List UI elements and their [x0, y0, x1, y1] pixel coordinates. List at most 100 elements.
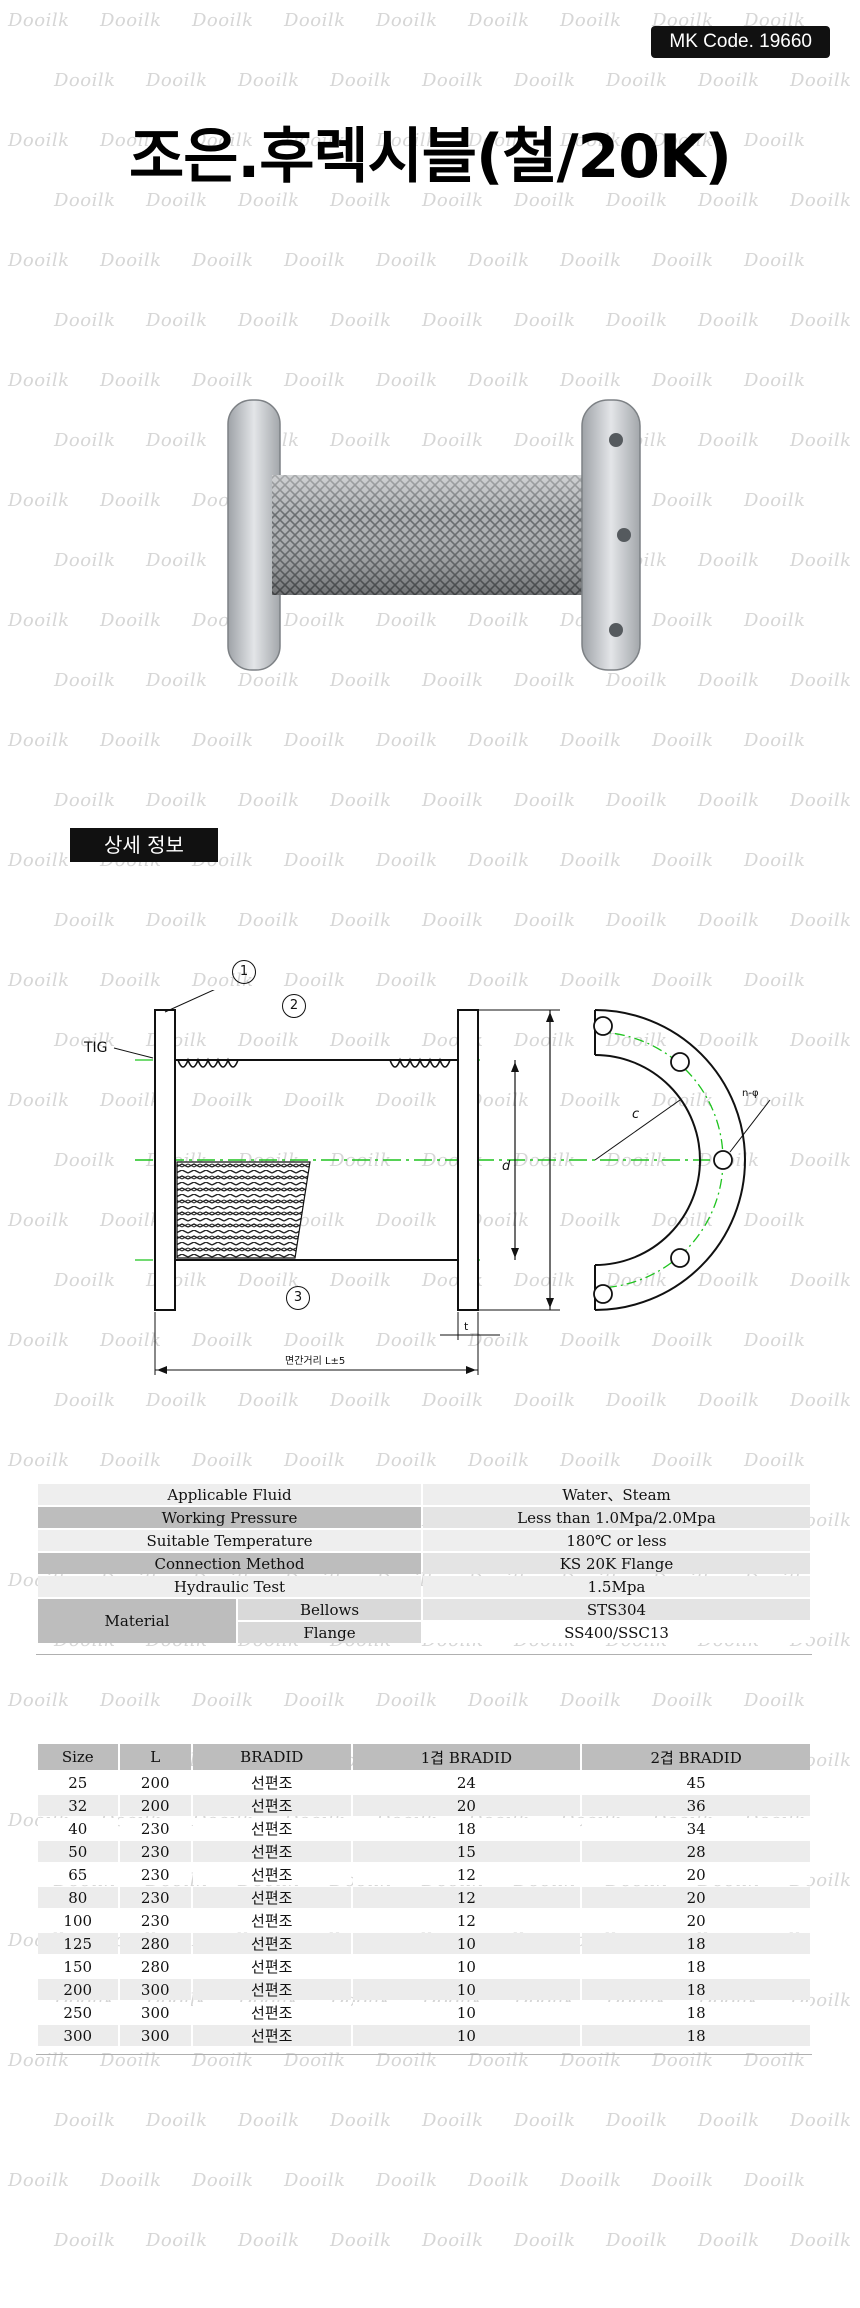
watermark-text: Dooilk: [652, 490, 714, 511]
watermark-text: Dooilk: [606, 2110, 668, 2131]
watermark-text: Dooilk: [744, 1450, 806, 1471]
table-cell: 선편조: [192, 1910, 351, 1931]
watermark-text: Dooilk: [560, 970, 622, 991]
table-cell: 18: [582, 1933, 810, 1954]
dim-d-label: d: [502, 1159, 511, 1174]
watermark-text: Dooilk: [284, 730, 346, 751]
watermark-text: Dooilk: [8, 1690, 70, 1711]
watermark-text: Dooilk: [606, 790, 668, 811]
table-cell: 34: [582, 1818, 810, 1839]
spec-key: Hydraulic Test: [38, 1576, 421, 1597]
table-cell: 200: [119, 1795, 191, 1816]
table-cell: 10: [352, 1933, 581, 1954]
watermark-text: Dooilk: [100, 10, 162, 31]
table-cell: 230: [119, 1910, 191, 1931]
watermark-text: Dooilk: [8, 1210, 70, 1231]
table-cell: 10: [352, 1979, 581, 2000]
watermark-text: Dooilk: [284, 1690, 346, 1711]
watermark-text: Dooilk: [790, 2110, 852, 2131]
spec-divider: [36, 1654, 812, 1655]
watermark-text: Dooilk: [100, 610, 162, 631]
header-1-bradid: 1겹 BRADID: [352, 1744, 581, 1770]
table-cell: 18: [352, 1818, 581, 1839]
watermark-text: Dooilk: [8, 610, 70, 631]
spec-row: Working Pressure Less than 1.0Mpa/2.0Mpa: [38, 1507, 810, 1528]
watermark-text: Dooilk: [468, 2170, 530, 2191]
watermark-text: Dooilk: [560, 250, 622, 271]
watermark-text: Dooilk: [192, 1690, 254, 1711]
watermark-text: Dooilk: [468, 1690, 530, 1711]
watermark-text: Dooilk: [146, 790, 208, 811]
watermark-text: Dooilk: [560, 10, 622, 31]
watermark-text: Dooilk: [514, 2230, 576, 2251]
watermark-text: Dooilk: [422, 790, 484, 811]
spec-row: Hydraulic Test 1.5Mpa: [38, 1576, 810, 1597]
table-cell: 선편조: [192, 2002, 351, 2023]
table-cell: 230: [119, 1887, 191, 1908]
spec-row: Applicable Fluid Water、Steam: [38, 1484, 810, 1505]
watermark-text: Dooilk: [744, 970, 806, 991]
table-cell: 선편조: [192, 1841, 351, 1862]
watermark-text: Dooilk: [330, 310, 392, 331]
watermark-text: Dooilk: [8, 850, 70, 871]
table-cell: 10: [352, 2002, 581, 2023]
table-cell: 20: [582, 1910, 810, 1931]
watermark-text: Dooilk: [376, 10, 438, 31]
table-cell: 65: [38, 1864, 118, 1885]
watermark-text: Dooilk: [54, 70, 116, 91]
callout-1: 1: [232, 960, 256, 984]
watermark-text: Dooilk: [284, 250, 346, 271]
watermark-text: Dooilk: [606, 70, 668, 91]
watermark-text: Dooilk: [330, 70, 392, 91]
table-cell: 300: [119, 2025, 191, 2046]
watermark-text: Dooilk: [468, 250, 530, 271]
table-cell: 선편조: [192, 1979, 351, 2000]
watermark-text: Dooilk: [468, 970, 530, 991]
watermark-text: Dooilk: [698, 790, 760, 811]
watermark-text: Dooilk: [330, 2110, 392, 2131]
watermark-text: Dooilk: [54, 790, 116, 811]
watermark-text: Dooilk: [698, 2110, 760, 2131]
watermark-text: Dooilk: [422, 70, 484, 91]
table-cell: 선편조: [192, 2025, 351, 2046]
watermark-text: Dooilk: [744, 370, 806, 391]
watermark-text: Dooilk: [284, 970, 346, 991]
watermark-text: Dooilk: [146, 310, 208, 331]
watermark-text: Dooilk: [330, 910, 392, 931]
length-label: 면간거리 L±5: [285, 1355, 345, 1367]
watermark-text: Dooilk: [468, 370, 530, 391]
watermark-text: Dooilk: [54, 310, 116, 331]
watermark-text: Dooilk: [238, 910, 300, 931]
watermark-text: Dooilk: [744, 1690, 806, 1711]
watermark-text: Dooilk: [514, 1390, 576, 1411]
watermark-text: Dooilk: [744, 850, 806, 871]
watermark-text: Dooilk: [698, 430, 760, 451]
watermark-text: Dooilk: [652, 1450, 714, 1471]
right-flange: [581, 399, 641, 671]
watermark-text: Dooilk: [652, 2170, 714, 2191]
watermark-text: Dooilk: [698, 310, 760, 331]
size-table-header: Size L BRADID 1겹 BRADID 2겹 BRADID: [38, 1744, 810, 1770]
bellows-label: Bellows: [238, 1599, 421, 1620]
table-cell: 230: [119, 1841, 191, 1862]
watermark-text: Dooilk: [146, 2110, 208, 2131]
watermark-text: Dooilk: [514, 910, 576, 931]
watermark-text: Dooilk: [284, 10, 346, 31]
watermark-text: Dooilk: [100, 730, 162, 751]
watermark-text: Dooilk: [8, 10, 70, 31]
watermark-text: Dooilk: [790, 550, 852, 571]
drawing-right-flange: [457, 1009, 479, 1311]
spec-row-material-flange: Flange SS400/SSC13: [38, 1622, 810, 1643]
watermark-text: Dooilk: [376, 1690, 438, 1711]
table-cell: 200: [119, 1772, 191, 1793]
watermark-text: Dooilk: [146, 550, 208, 571]
table-cell: 28: [582, 1841, 810, 1862]
watermark-text: Dooilk: [698, 2230, 760, 2251]
watermark-text: Dooilk: [54, 550, 116, 571]
watermark-text: Dooilk: [54, 1390, 116, 1411]
